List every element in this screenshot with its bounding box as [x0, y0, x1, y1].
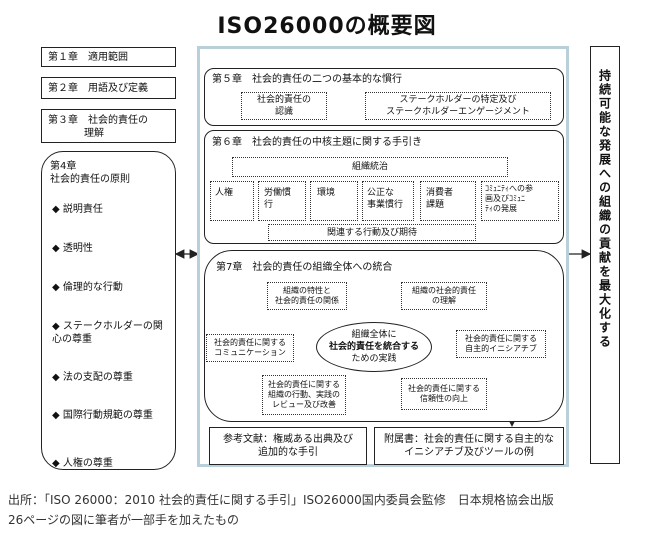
- ch6-subject-labour-line1: 労働慣: [264, 188, 292, 198]
- ch7-item-review-line1: 社会的責任に関する: [268, 380, 340, 389]
- principle-accountability: ◆ 説明責任: [52, 204, 103, 215]
- ch7-item-understanding-line2: の理解: [432, 296, 456, 305]
- ch6-related-actions-label: 関連する行動及び期待: [326, 227, 417, 238]
- principle-human-rights: ◆ 人権の尊重: [52, 458, 113, 469]
- ch7-center-line3: ための実践: [351, 354, 397, 364]
- sustainable-development-box: 持続可能な発展への組織の貢献を最大化する: [590, 46, 620, 464]
- chapter-1-box: 第１章 適用範囲: [41, 47, 176, 67]
- references-line1: 参考文献：権威ある出典及び: [223, 434, 353, 445]
- source-caption: 出所：「ISO 26000：2010 社会的責任に関する手引」ISO26000国…: [8, 490, 648, 530]
- annex-line1: 附属書：社会的責任に関する自主的な: [384, 434, 554, 445]
- ch7-item-communication-line2: コミュニケーション: [214, 348, 286, 357]
- ch5-recognition-line1: 社会的責任の: [256, 95, 311, 105]
- ch7-center-ellipse: 組織全体に 社会的責任を統合する ための実践: [316, 322, 432, 372]
- source-caption-line1: 出所：「ISO 26000：2010 社会的責任に関する手引」ISO26000国…: [8, 493, 554, 507]
- ch7-item-credibility: 社会的責任に関する 信頼性の向上: [401, 378, 487, 410]
- ch7-item-voluntary-initiatives: 社会的責任に関する 自主的イニシアチブ: [456, 330, 546, 358]
- ch7-item-communication: 社会的責任に関する コミュニケーション: [206, 334, 294, 362]
- chapter-4-title-line1: 第4章: [50, 161, 77, 172]
- references-box: 参考文献：権威ある出典及び 追加的な手引: [209, 427, 367, 465]
- ch7-item-review: 社会的責任に関する 組織の行動、実践の レビュー及び改善: [262, 375, 346, 415]
- ch6-subject-fair-operating: 公正な 事業慣行: [362, 181, 414, 221]
- source-caption-line2: 26ページの図に筆者が一部手を加えたもの: [8, 513, 240, 527]
- ch5-recognition-line2: 認識: [274, 107, 293, 117]
- ch5-stakeholder-line2: ステークホルダーエンゲージメント: [386, 107, 530, 117]
- ch6-governance-box: 組織統治: [232, 157, 508, 177]
- annex-box: 附属書：社会的責任に関する自主的な イニシアチブ及びツールの例: [374, 427, 564, 465]
- page-title: ISO26000の概要図: [217, 14, 437, 39]
- ch7-item-review-line2: 組織の行動、実践の: [268, 390, 340, 399]
- chapter-4-title-line2: 社会的責任の原則: [50, 174, 130, 185]
- principle-international-norms: ◆ 国際行動規範の尊重: [52, 410, 153, 421]
- chapter-7-title: 第7章 社会的責任の組織全体への統合: [216, 262, 393, 273]
- ch6-subject-consumer-line1: 消費者: [426, 188, 454, 198]
- chapter-6-title: 第６章 社会的責任の中核主題に関する手引き: [212, 137, 422, 148]
- ch7-center-line1: 組織全体に: [351, 330, 397, 340]
- principle-ethical-behaviour: ◆ 倫理的な行動: [52, 282, 123, 293]
- sustainable-development-label: 持続可能な発展への組織の貢献を最大化する: [597, 69, 612, 349]
- ch6-governance-label: 組織統治: [351, 162, 388, 172]
- ch6-subject-fair-operating-line1: 公正な: [367, 188, 395, 198]
- ch5-stakeholder-line1: ステークホルダーの特定及び: [399, 95, 517, 105]
- principle-rule-of-law: ◆ 法の支配の尊重: [52, 372, 133, 383]
- chapter-5-title: 第５章 社会的責任の二つの基本的な慣行: [212, 74, 402, 85]
- ch7-item-credibility-line1: 社会的責任に関する: [408, 384, 480, 393]
- ch7-item-credibility-line2: 信頼性の向上: [420, 394, 468, 403]
- ch7-center-line2: 社会的責任を統合する: [328, 342, 419, 352]
- ch7-item-characteristics-line2: 社会的責任の関係: [275, 296, 339, 305]
- ch6-subject-labour: 労働慣 行: [258, 181, 306, 221]
- ch6-subject-community-line2: 画及びｺﾐｭﾆ: [485, 194, 525, 203]
- ch7-item-characteristics-line1: 組織の特性と: [283, 286, 331, 295]
- chapter-3-label-line2: 理解: [84, 128, 104, 139]
- chapter-2-label: 第２章 用語及び定義: [48, 83, 148, 94]
- ch7-item-review-line3: レビュー及び改善: [272, 400, 336, 409]
- ch7-item-characteristics: 組織の特性と 社会的責任の関係: [267, 282, 347, 310]
- chapter-2-box: 第２章 用語及び定義: [41, 77, 176, 99]
- chapter-1-label: 第１章 適用範囲: [48, 52, 128, 63]
- ch6-subject-labour-line2: 行: [264, 200, 274, 210]
- ch5-stakeholder-box: ステークホルダーの特定及び ステークホルダーエンゲージメント: [365, 92, 551, 120]
- ch6-subject-environment: 環境: [310, 181, 358, 221]
- principle-transparency: ◆ 透明性: [52, 243, 93, 254]
- central-frame: [197, 46, 569, 467]
- ch7-item-understanding: 組織の社会的責任 の理解: [401, 282, 487, 310]
- ch6-subject-consumer: 消費者 課題: [420, 181, 476, 221]
- ch6-subject-community: ｺﾐｭﾆﾃｨへの参 画及びｺﾐｭﾆ ﾃｨの発展: [481, 181, 559, 221]
- ch6-subject-consumer-line2: 課題: [426, 200, 445, 210]
- ch6-related-actions-box: 関連する行動及び期待: [268, 224, 476, 241]
- chapter-3-box: 第３章 社会的責任の 理解: [41, 109, 176, 143]
- ch6-subject-human-rights: 人権: [210, 181, 254, 221]
- annex-line2: イニシアチブ及びツールの例: [404, 447, 534, 458]
- ch7-item-communication-line1: 社会的責任に関する: [214, 338, 286, 347]
- principle-stakeholder-interests: ◆ ステークホルダーの関心の尊重: [52, 321, 163, 345]
- references-line2: 追加的な手引: [258, 447, 318, 458]
- ch5-recognition-box: 社会的責任の 認識: [241, 92, 327, 120]
- ch6-subject-human-rights-label: 人権: [215, 188, 234, 198]
- chapter-3-label-line1: 第３章 社会的責任の: [48, 115, 148, 126]
- ch6-subject-community-line3: ﾃｨの発展: [485, 204, 517, 213]
- ch6-subject-community-line1: ｺﾐｭﾆﾃｨへの参: [485, 184, 533, 193]
- ch7-item-understanding-line1: 組織の社会的責任: [412, 286, 476, 295]
- ch6-subject-environment-label: 環境: [317, 188, 336, 198]
- ch6-subject-fair-operating-line2: 事業慣行: [367, 200, 404, 210]
- chapter-4-box: 第4章 社会的責任の原則: [41, 151, 176, 470]
- ch7-item-voluntary-initiatives-line2: 自主的イニシアチブ: [465, 344, 537, 353]
- ch7-item-voluntary-initiatives-line1: 社会的責任に関する: [465, 334, 537, 343]
